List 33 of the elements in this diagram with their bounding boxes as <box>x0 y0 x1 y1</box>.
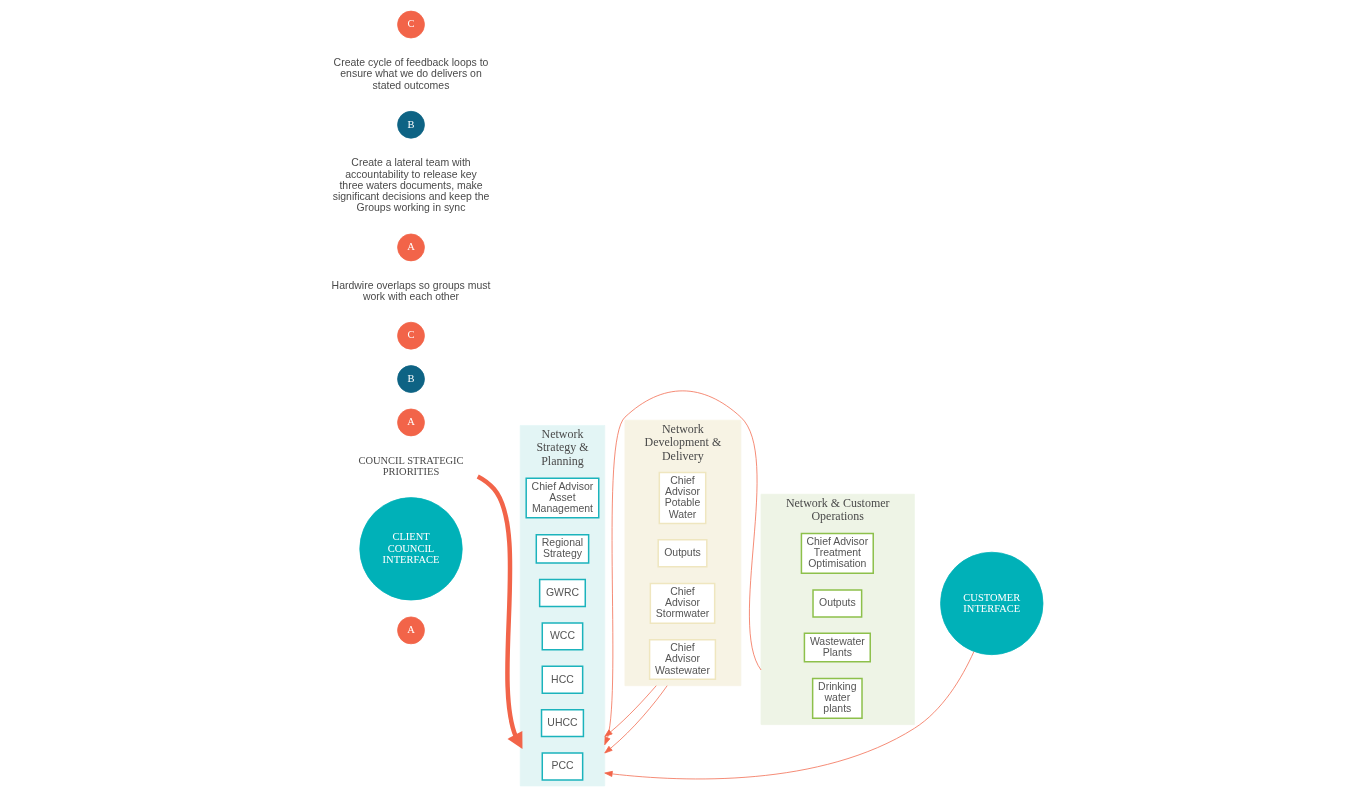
node-box: Chief Advisor Potable Water <box>658 471 706 525</box>
node-box: Drinking water plants <box>811 677 863 719</box>
node-circle: A <box>396 408 425 437</box>
arrow <box>603 390 761 746</box>
node-box: UHCC <box>540 708 584 738</box>
node-circle: CUSTOMER INTERFACE <box>939 551 1043 656</box>
node-box: PCC <box>541 752 583 781</box>
node-label: Create a lateral team with accountability to release key three waters documents, make significant decisions and keep the Groups working in sync <box>332 157 489 214</box>
node-label: Create cycle of feedback loops to ensure what we do delivers on stated outcomes <box>333 57 488 91</box>
node-circle: A <box>396 233 425 262</box>
node-box: Chief Advisor Asset Management <box>524 477 599 519</box>
arrow <box>476 474 522 750</box>
node-box: Wastewater Plants <box>803 632 871 663</box>
node-box: Regional Strategy <box>535 533 589 564</box>
arrow <box>603 651 974 780</box>
node-circle: A <box>396 616 425 645</box>
node-box: Chief Advisor Stormwater <box>649 582 715 624</box>
node-box: Chief Advisor Treatment Optimisation <box>800 532 874 574</box>
node-box: Chief Advisor Wastewater <box>648 638 716 681</box>
node-box: WCC <box>541 622 583 651</box>
node-box: HCC <box>541 665 583 694</box>
node-circle: C <box>396 321 425 350</box>
node-circle: B <box>396 365 425 393</box>
node-circle: C <box>396 10 425 39</box>
node-box: GWRC <box>538 578 586 608</box>
node-text: COUNCIL STRATEGIC PRIORITIES <box>357 454 464 477</box>
arrow <box>603 685 668 754</box>
arrow <box>603 685 657 737</box>
node-circle: CLIENT COUNCIL INTERFACE <box>358 497 463 601</box>
node-box: Outputs <box>656 539 708 568</box>
node-label: Hardwire overlaps so groups must work with each other <box>331 279 490 302</box>
node-circle: B <box>396 110 425 139</box>
node-box: Outputs <box>811 589 862 618</box>
